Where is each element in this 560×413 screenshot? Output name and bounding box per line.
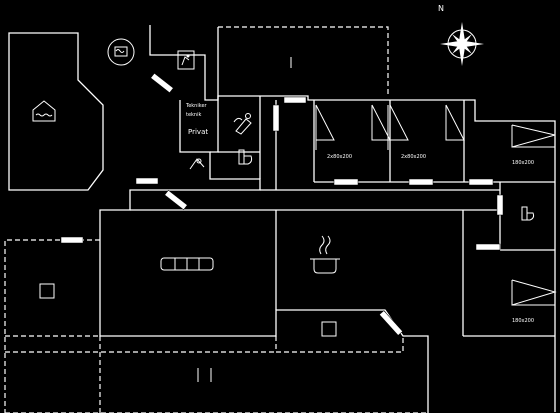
terrace-west <box>4 239 100 413</box>
bedroom1-beds <box>315 104 465 150</box>
shower-icon <box>233 113 252 135</box>
sauna-sign-line3: Privat <box>188 128 208 136</box>
bed-label-room3: 180x200 <box>512 160 534 166</box>
compass-north-label: N <box>438 4 444 13</box>
door-annex-link <box>164 189 188 211</box>
door-entry <box>135 177 159 185</box>
door-hall <box>283 96 307 104</box>
main-house-wall-upper <box>149 25 556 412</box>
compass-rose-icon <box>440 22 484 66</box>
spa-icon <box>32 100 56 122</box>
sofa-icon <box>160 257 214 271</box>
bed-label-room2: 2x80x200 <box>401 154 426 160</box>
door-kitchen-terrace <box>379 310 403 336</box>
toilet-icon <box>238 149 253 165</box>
terrace-west-marker-icon <box>39 283 55 299</box>
main-house-wall-west <box>99 100 429 413</box>
bed-label-room4: 180x200 <box>512 318 534 324</box>
sauna-icon <box>177 50 195 70</box>
washer-icon <box>189 158 205 170</box>
walls <box>8 25 556 413</box>
terrace-dashed-top <box>218 26 389 96</box>
sauna-sign-line1: Tekniker <box>185 103 208 109</box>
door-terrace-west <box>60 236 84 244</box>
annex-wall <box>8 32 104 191</box>
bathroom-wall <box>210 96 219 153</box>
terrace-south-marker-icon <box>197 368 212 382</box>
kitchen-terrace-marker-icon <box>321 321 337 337</box>
terrace-south-2 <box>275 336 404 353</box>
bed-room4-icon <box>511 279 557 306</box>
bed-room3-icon <box>511 124 556 148</box>
door-bedroom3 <box>468 178 494 186</box>
sauna-sign: Tekniker teknik Privat <box>185 103 208 136</box>
door-bedroom1 <box>333 178 359 186</box>
door-bath2 <box>496 194 504 216</box>
terraces <box>4 239 428 413</box>
toilet-2-icon <box>521 206 535 221</box>
doors <box>60 72 504 336</box>
door-bath <box>272 104 280 132</box>
bed-label-room1: 2x80x200 <box>327 154 352 160</box>
door-spa <box>150 72 174 94</box>
whirlpool-icon <box>107 38 135 66</box>
door-bedroom2 <box>408 178 434 186</box>
door-bedroom4 <box>475 243 501 251</box>
kitchen-pot-icon <box>310 235 340 274</box>
sauna-sign-line2: teknik <box>186 112 201 118</box>
